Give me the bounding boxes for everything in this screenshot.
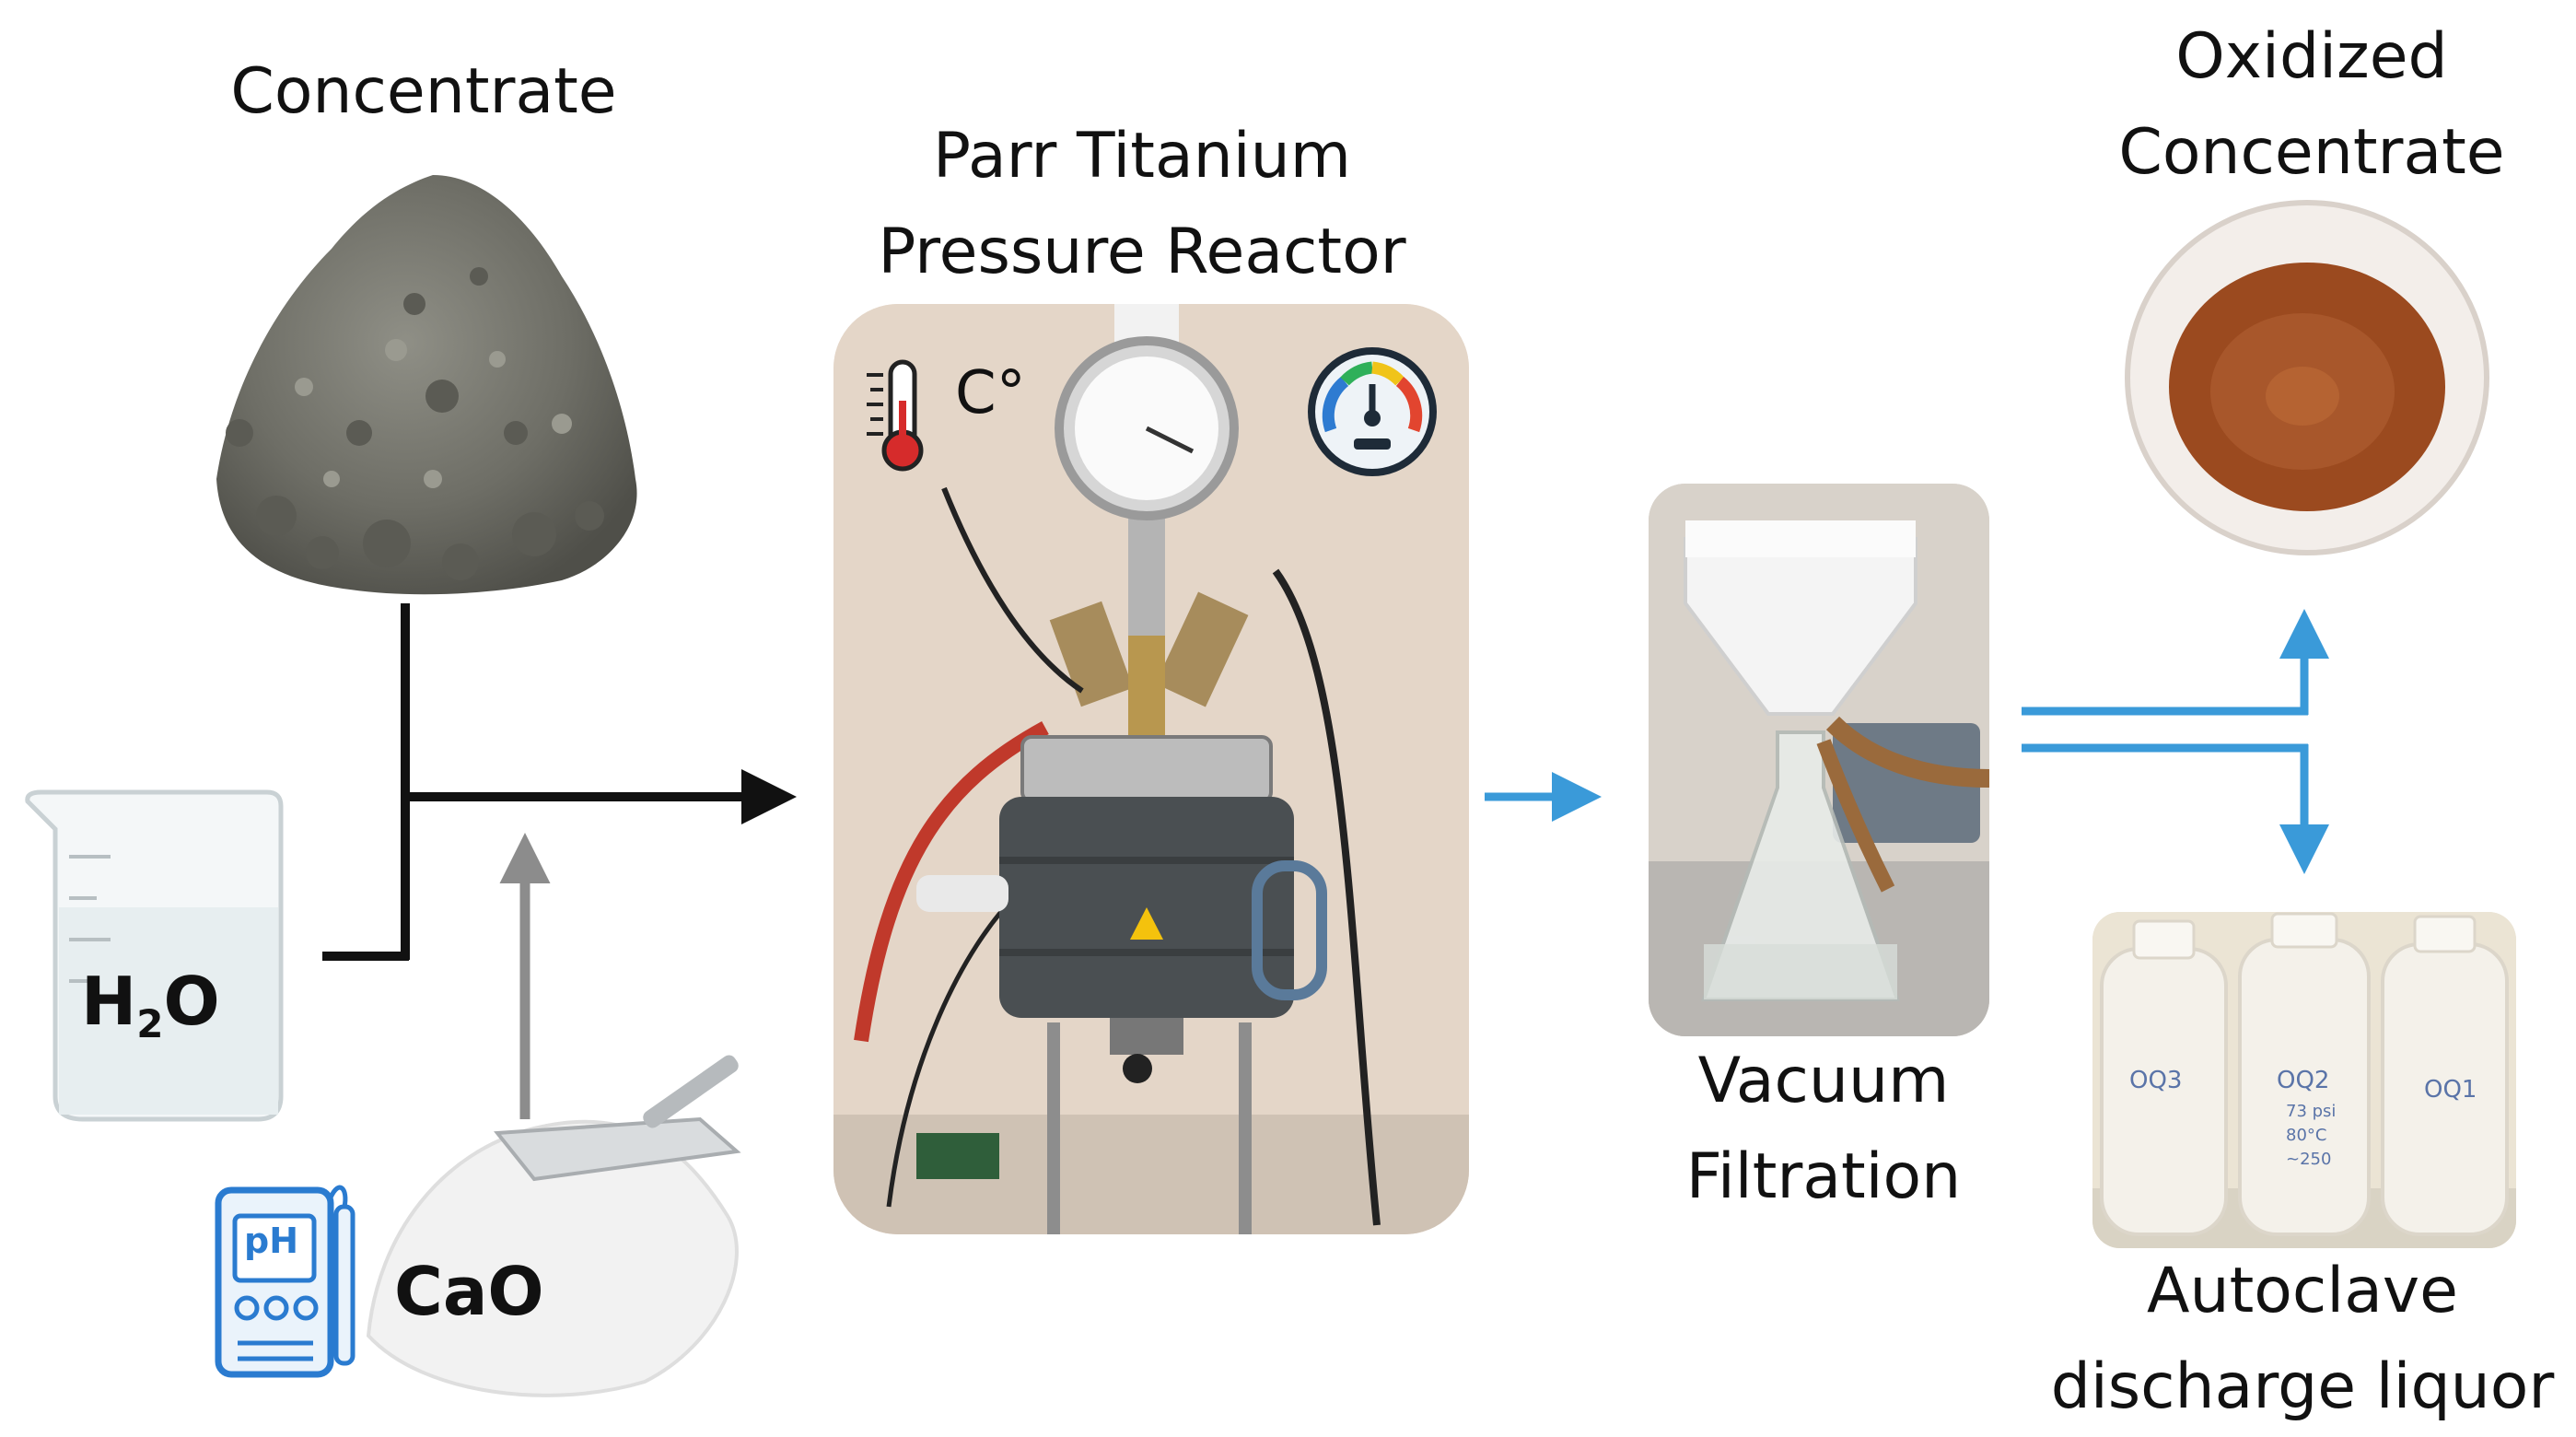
cao-label: CaO	[394, 1253, 544, 1330]
thermometer-icon	[867, 359, 924, 472]
bottle-label-middle: OQ2	[2277, 1067, 2330, 1094]
reactor-label-line2: Pressure Reactor	[878, 216, 1406, 288]
filtration-label-line2: Filtration	[1685, 1140, 1962, 1213]
water-formula-subscript: 2	[136, 1001, 164, 1046]
bottle-note-middle-1: 73 psi	[2286, 1102, 2337, 1121]
ph-label: pH	[244, 1221, 299, 1261]
bottle-note-middle-3: ~250	[2286, 1150, 2332, 1169]
concentrate-label: Concentrate	[230, 55, 617, 128]
temperature-unit-label: C°	[955, 359, 1026, 427]
filtration-label-line1: Vacuum	[1697, 1045, 1950, 1117]
vacuum-filtration-photo	[1649, 484, 1989, 1036]
bottle-label-left: OQ3	[2129, 1067, 2183, 1094]
reactor-photo: C°	[833, 304, 1469, 1234]
bottle-label-right: OQ1	[2424, 1076, 2477, 1104]
water-formula-h: H	[81, 963, 137, 1040]
discharge-label-line2: discharge liquor	[2050, 1350, 2555, 1423]
water-formula-label: H2O	[81, 963, 220, 1046]
oxidized-label-line1: Oxidized	[2175, 20, 2448, 93]
water-formula-o: O	[163, 963, 220, 1040]
bottle-note-middle-2: 80°C	[2286, 1126, 2327, 1145]
oxidized-label-line2: Concentrate	[2118, 116, 2505, 189]
reactor-label-line1: Parr Titanium	[933, 120, 1351, 193]
discharge-label-line1: Autoclave	[2147, 1255, 2458, 1327]
discharge-bottles-photo: OQ3 OQ2 73 psi 80°C ~250 OQ1	[2092, 912, 2516, 1248]
pressure-gauge-icon	[1308, 347, 1437, 476]
